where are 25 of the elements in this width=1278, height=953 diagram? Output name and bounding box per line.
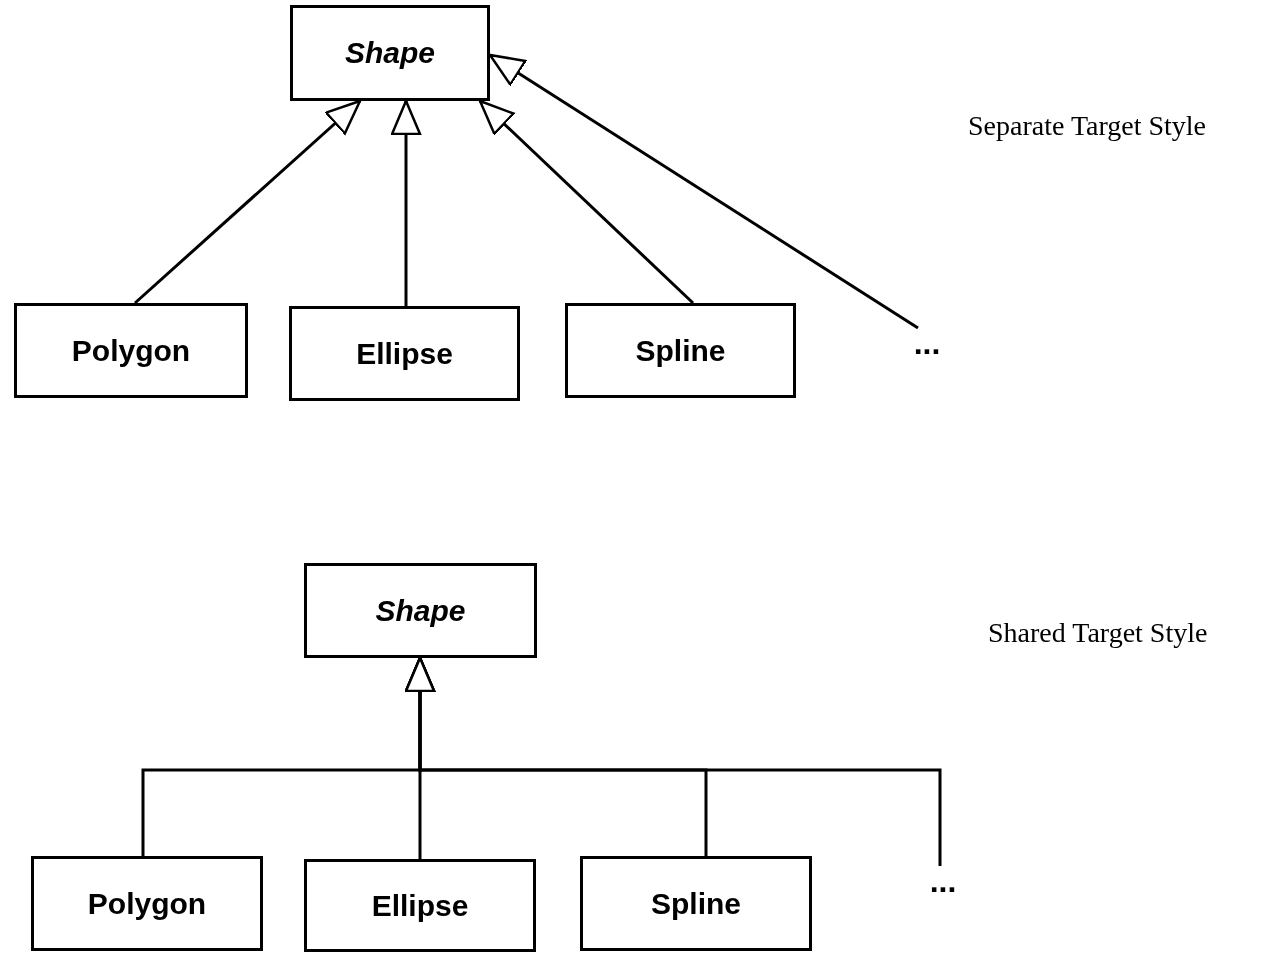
inheritance-arrow xyxy=(478,99,695,305)
class-box xyxy=(289,306,520,401)
inheritance-arrow xyxy=(488,53,919,330)
class-name: Spline xyxy=(635,333,726,368)
class-box xyxy=(31,856,263,951)
ellipsis-label: ... xyxy=(913,325,941,362)
class-name: Ellipse xyxy=(356,336,453,371)
ellipsis-label: ... xyxy=(929,863,957,900)
style-caption: Separate Target Style xyxy=(968,110,1207,142)
class-name: Shape xyxy=(375,593,466,628)
class-name: Ellipse xyxy=(371,888,469,923)
class-name: Polygon xyxy=(71,333,191,368)
class-box xyxy=(565,303,796,398)
class-name: Polygon xyxy=(87,886,207,921)
inheritance-arrow xyxy=(134,99,362,305)
class-box xyxy=(304,563,537,658)
inheritance-arrow xyxy=(404,656,942,866)
class-name: Shape xyxy=(345,36,435,70)
class-box xyxy=(580,856,812,951)
class-box xyxy=(290,5,490,101)
inheritance-arrow xyxy=(390,99,422,306)
class-box xyxy=(14,303,248,398)
class-name: Spline xyxy=(651,886,741,921)
class-box xyxy=(304,859,536,952)
style-caption: Shared Target Style xyxy=(988,617,1208,649)
